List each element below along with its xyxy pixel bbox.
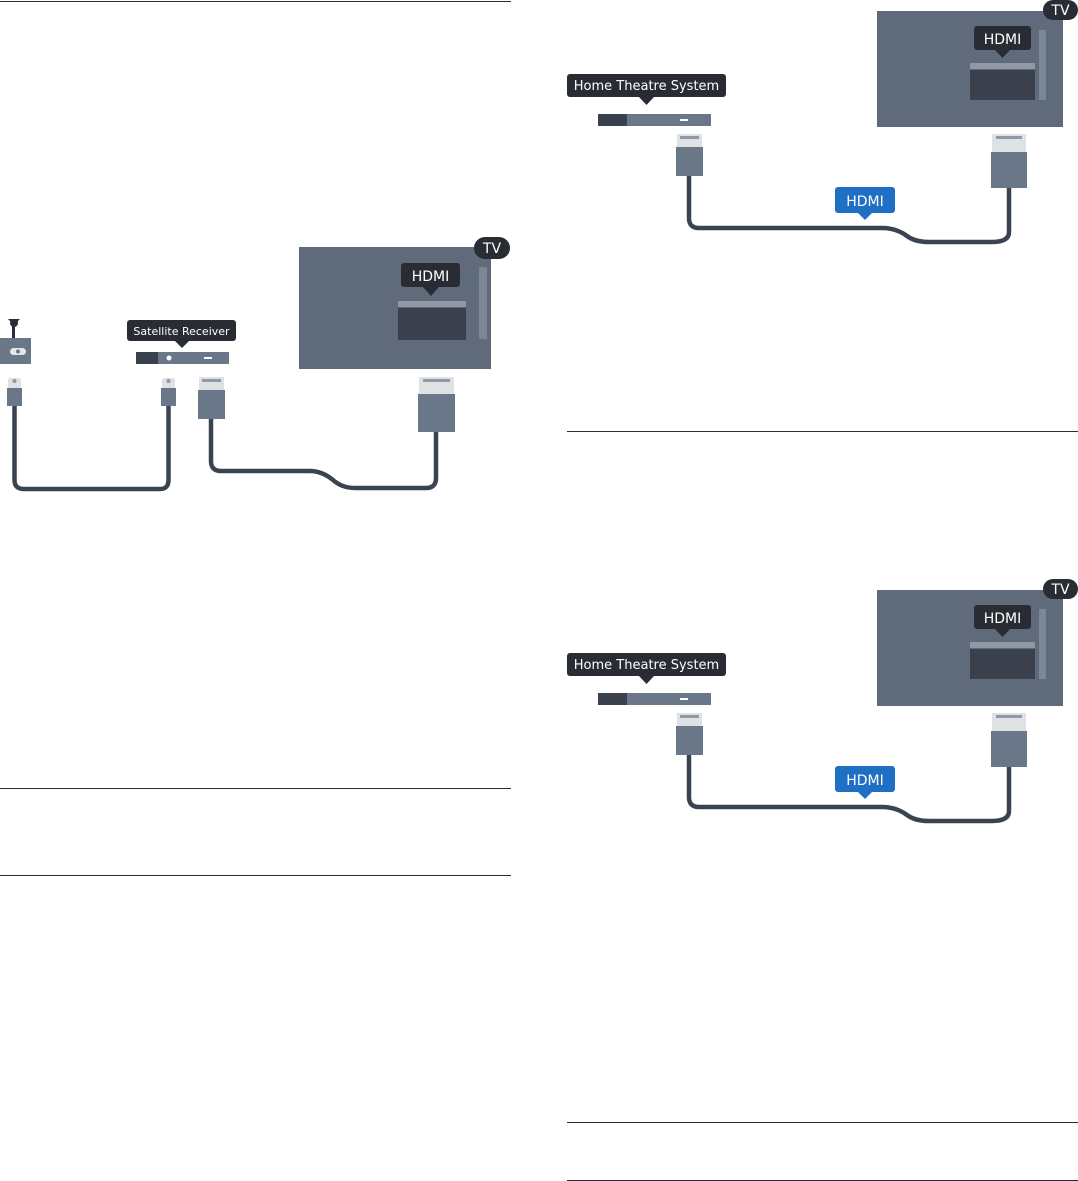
hdmi-plug-tv	[418, 377, 455, 432]
hdmi-cable	[686, 176, 1012, 245]
satellite-receiver-box	[136, 352, 229, 364]
tv-hdmi-port-bar	[398, 301, 466, 307]
coax-plug-left	[7, 378, 22, 406]
tv-badge: TV	[1050, 3, 1070, 19]
home-theatre-label: Home Theatre System	[574, 79, 719, 94]
tv-side-panel	[1039, 30, 1046, 100]
satellite-receiver-label: Satellite Receiver	[133, 325, 230, 338]
home-theatre-diagram-1: HDMI TV Home Theatre System HDMI	[567, 0, 1078, 245]
hdmi-cable	[208, 419, 439, 491]
home-theatre-label: Home Theatre System	[574, 658, 719, 673]
home-theatre-diagram-2: HDMI TV Home Theatre System HDMI	[567, 579, 1078, 824]
tv-badge: TV	[482, 241, 502, 257]
hdmi-plug-home-theatre	[676, 713, 703, 755]
hdmi-cable-label: HDMI	[846, 773, 884, 789]
tv-hdmi-label: HDMI	[412, 269, 450, 285]
tv-badge: TV	[1050, 582, 1070, 598]
hdmi-cable-label: HDMI	[846, 194, 884, 210]
tv-hdmi-label: HDMI	[984, 32, 1022, 48]
hdmi-plug-tv	[991, 713, 1027, 767]
tv-hdmi-port-bar	[970, 642, 1035, 648]
coax-plug-right	[161, 378, 176, 406]
hdmi-plug-home-theatre	[676, 134, 703, 176]
satellite-dish-icon	[8, 319, 20, 339]
hdmi-plug-receiver	[198, 377, 225, 419]
tv-side-panel	[1039, 609, 1046, 679]
satellite-connection-diagram: HDMI TV Satellite Receiver	[0, 237, 510, 492]
right-section-divider-2	[567, 1122, 1078, 1123]
tv-side-panel	[479, 267, 487, 339]
hdmi-cable-tag	[835, 187, 895, 213]
left-section-divider-2	[0, 875, 511, 876]
hdmi-cable-tag	[835, 766, 895, 792]
hdmi-plug-tv	[991, 134, 1027, 188]
tv-hdmi-port-block	[970, 70, 1035, 100]
tv-hdmi-port-bar	[970, 63, 1035, 69]
tv-hdmi-port-block	[970, 649, 1035, 679]
hdmi-cable	[686, 755, 1012, 824]
coax-cable	[12, 406, 171, 492]
right-section-divider-1	[567, 431, 1078, 432]
tv-hdmi-port-block	[398, 308, 466, 340]
left-section-divider-1	[0, 788, 511, 789]
tv-hdmi-label: HDMI	[984, 611, 1022, 627]
left-top-divider	[0, 1, 511, 2]
